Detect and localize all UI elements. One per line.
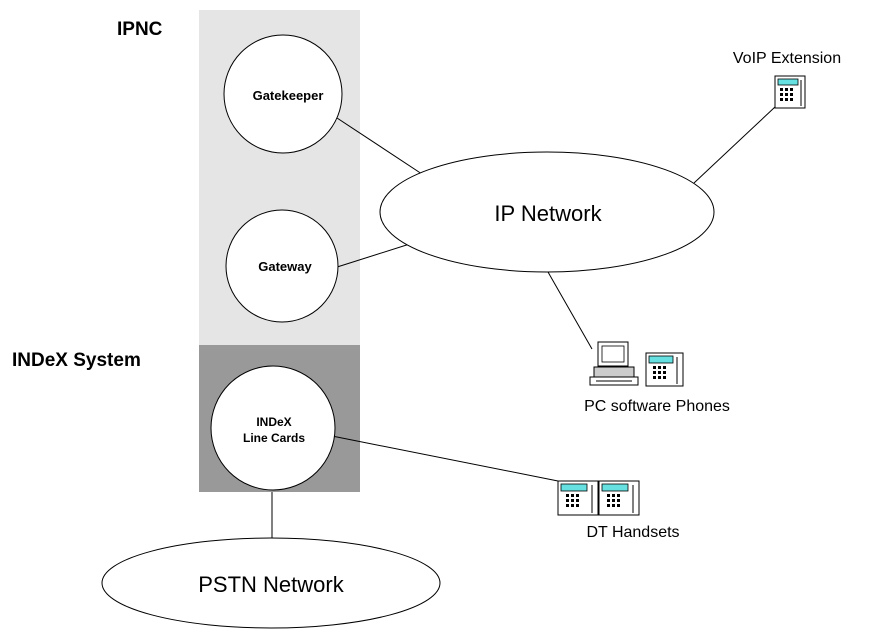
link-ipnetwork-voip [693,106,776,184]
dt-handset-icon-2 [598,480,640,516]
gateway-node [225,209,339,323]
link-gatekeeper-ipnetwork [333,115,429,179]
pstn-network-label: PSTN Network [198,572,344,597]
link-ipnetwork-pc [547,271,593,350]
pc-software-phones-label: PC software Phones [584,398,730,415]
dt-handsets-label: DT Handsets [586,524,679,541]
ipnc-title: IPNC [117,19,163,40]
pstn-network-node [101,537,441,629]
index-line-cards-node [210,365,336,491]
gatekeeper-node [223,34,343,154]
link-linecards-dt [331,435,559,482]
gatekeeper-label: Gatekeeper [253,88,324,103]
index-system-title: INDeX System [12,350,141,371]
pc-icon [589,341,639,386]
voip-extension-label: VoIP Extension [733,50,841,67]
link-gateway-ipnetwork [333,241,417,269]
ip-network-label: IP Network [494,201,602,226]
voip-extension-phone-icon [774,75,806,109]
gateway-label: Gateway [258,259,312,274]
dt-handset-icon-1 [557,480,599,516]
index-line-cards-label-line1: INDeX [256,415,291,429]
pc-softphone-icon [645,352,684,387]
ip-network-node [379,151,715,273]
index-line-cards-label-line2: Line Cards [243,431,305,445]
